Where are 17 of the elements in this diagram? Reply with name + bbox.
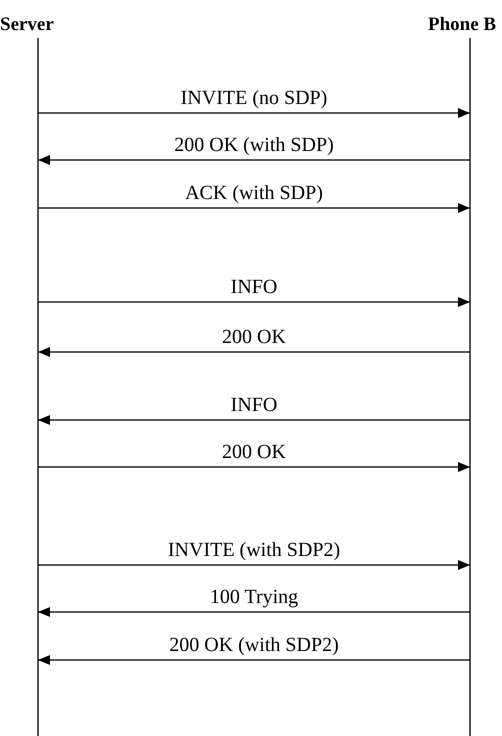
message-arrow xyxy=(38,155,470,165)
message-arrow xyxy=(38,297,470,307)
message-arrow xyxy=(38,655,470,665)
message-arrow xyxy=(38,415,470,425)
participant-label: Server xyxy=(0,14,54,36)
message-arrow xyxy=(38,347,470,357)
participant-label: Phone B xyxy=(428,14,496,36)
message-arrow xyxy=(38,203,470,213)
message-arrow xyxy=(38,560,470,570)
message-label: 200 OK (with SDP2) xyxy=(167,634,341,656)
message-label: INVITE (no SDP) xyxy=(178,87,330,109)
message-label: 200 OK (with SDP) xyxy=(172,134,336,156)
message-arrow xyxy=(38,108,470,118)
message-arrow xyxy=(38,607,470,617)
message-arrow xyxy=(38,462,470,472)
message-label: ACK (with SDP) xyxy=(183,182,325,204)
message-label: INVITE (with SDP2) xyxy=(166,539,342,561)
